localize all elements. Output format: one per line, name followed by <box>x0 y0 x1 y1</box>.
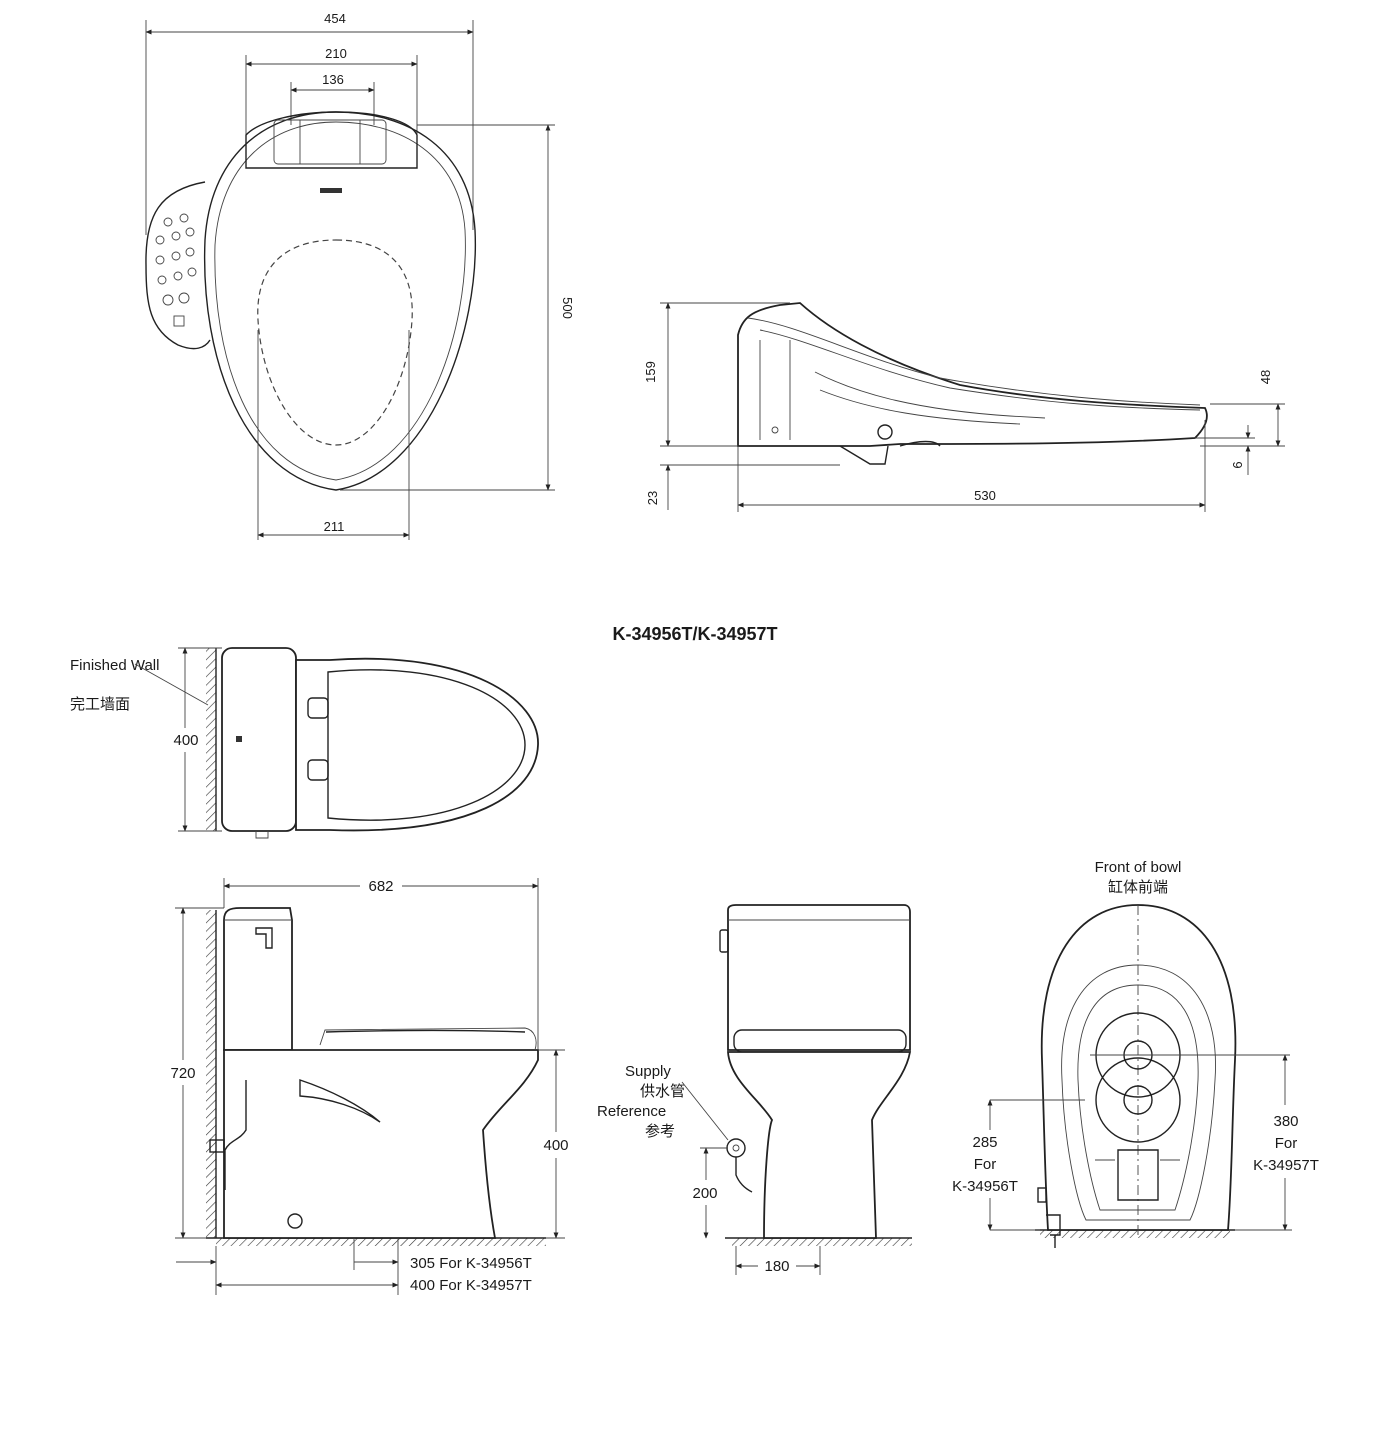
plan-view: Finished Wall 完工墙面 400 <box>70 647 539 839</box>
dim-roughin-380-model: K-34957T <box>1253 1157 1319 1174</box>
dim-side-front-height: 48 <box>1258 370 1273 384</box>
front-elevation: Supply 供水管 Reference 参考 200 180 <box>597 904 912 1275</box>
dim-seat-length: 500 <box>560 297 575 319</box>
dim-overall-length: 682 <box>368 878 393 895</box>
finished-wall-label-zh: 完工墙面 <box>70 696 130 713</box>
dim-supply-offset: 180 <box>764 1258 789 1275</box>
dim-roughin-b: 400 For K-34957T <box>410 1277 532 1294</box>
dim-roughin-a: 305 For K-34956T <box>410 1255 532 1272</box>
dim-roughin-285-for: For <box>974 1156 997 1173</box>
dim-seat-width: 454 <box>324 11 346 26</box>
supply-label-zh: 供水管 <box>640 1083 685 1100</box>
supply-label-en: Supply <box>625 1063 671 1080</box>
dim-side-gap: 6 <box>1230 461 1245 468</box>
reference-label-en: Reference <box>597 1103 666 1120</box>
dim-roughin-380-for: For <box>1275 1135 1298 1152</box>
dim-seat-height: 400 <box>543 1137 568 1154</box>
finished-wall-label-en: Finished Wall <box>70 657 159 674</box>
dim-seat-mid-width: 210 <box>325 46 347 61</box>
reference-label-zh: 参考 <box>645 1123 675 1140</box>
dim-side-height: 159 <box>643 361 658 383</box>
model-title: K-34956T/K-34957T <box>612 624 777 644</box>
dim-seat-inner-width: 136 <box>322 72 344 87</box>
front-of-bowl-label-en: Front of bowl <box>1095 859 1182 876</box>
dim-plan-depth: 400 <box>173 732 198 749</box>
dim-side-length: 530 <box>974 488 996 503</box>
front-of-bowl-label-zh: 缸体前端 <box>1108 878 1168 896</box>
dim-roughin-285: 285 <box>972 1134 997 1151</box>
seat-side-view: 159 23 48 6 530 <box>643 302 1285 512</box>
dim-overall-height: 720 <box>170 1065 195 1082</box>
seat-top-view: 454 210 136 500 <box>145 11 575 540</box>
dim-supply-height: 200 <box>692 1185 717 1202</box>
bowl-bottom-view: Front of bowl 缸体前端 285 For K-34956T 380 … <box>952 859 1319 1248</box>
dim-roughin-285-model: K-34956T <box>952 1178 1018 1195</box>
side-elevation: 682 720 400 305 For K-34956T 400 For K-3… <box>170 878 569 1295</box>
dim-roughin-380: 380 <box>1273 1113 1298 1130</box>
dim-side-offset: 23 <box>645 491 660 505</box>
control-buttons <box>155 213 197 327</box>
dim-seat-bottom-width: 211 <box>324 519 345 534</box>
